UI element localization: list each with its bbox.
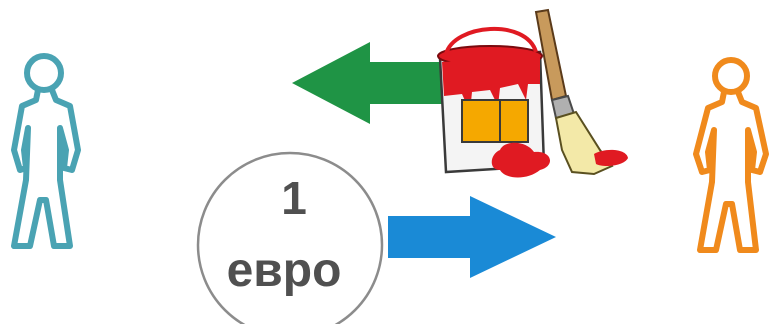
left-person-icon	[14, 56, 78, 246]
paint-can-icon	[438, 29, 550, 178]
paint-brush-icon	[536, 10, 628, 174]
money-arrow-icon	[388, 196, 556, 278]
goods-arrow-icon	[292, 42, 450, 124]
coin-currency: евро	[227, 244, 342, 297]
coin-icon: 1 евро	[198, 153, 382, 324]
right-person-icon	[696, 60, 766, 250]
coin-amount: 1	[281, 172, 307, 224]
